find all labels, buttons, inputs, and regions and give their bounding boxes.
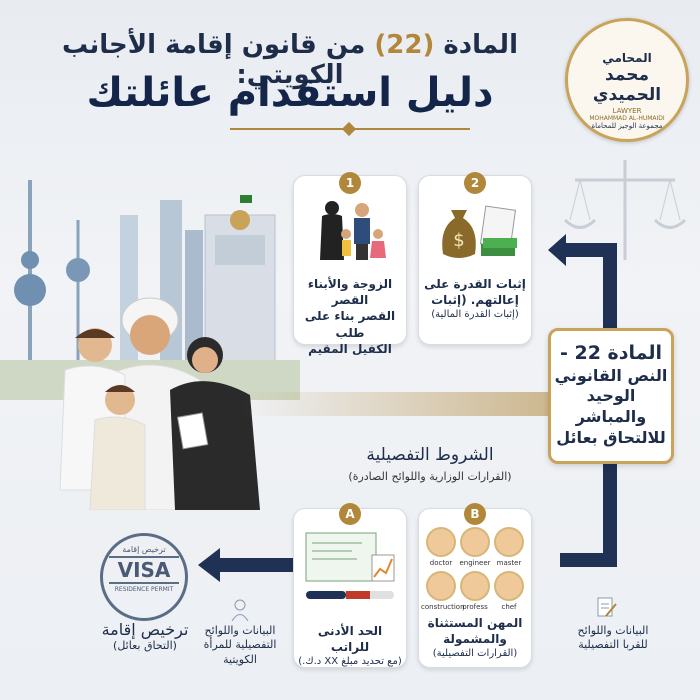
step-badge-2: 2 [464,172,486,194]
profession-construction: construction [421,571,465,611]
article-22-box: المادة 22 - النص القانوني الوحيد والمباش… [548,328,674,464]
lawyer-logo: المحامي محمد الحميدي LAWYER MOHAMMAD AL-… [565,18,689,142]
profession-chef: chef [489,571,529,611]
logo-name-en: MOHAMMAD AL-HUMAIDI [589,115,665,122]
card-family-text: الزوجة والأبناء القصر القصر بناء على طلب… [304,277,396,356]
visa-stamp: ترخيص إقامة VISA RESIDENCE PERMIT [100,533,188,621]
card-financial-proof: 2 $ إثبات القدرة على إعالتهم. (إثبات (إث… [418,172,532,345]
card-family-members: 1 الزوجة والأبناء القصر القصر بناء على ط… [293,172,407,356]
step-badge-1: 1 [339,172,361,194]
relatives-regulations-note: البيانات واللوائح للقربا التفصيلية [577,624,649,652]
logo-role: LAWYER [612,107,642,115]
family-members-icon [320,201,386,260]
scales-of-justice-icon [563,160,687,260]
logo-title: المحامي [602,51,652,65]
stamp-top-text: ترخيص إقامة [122,545,166,554]
detailed-conditions-title: الشروط التفصيلية [366,445,494,465]
profession-master: master [489,527,529,567]
residence-permit-label: ترخيص إقامة (التحاق بعائل) [101,620,189,652]
card-salary-text: الحد الأدنى للراتب (مع تحديد مبلغ XX د.ك… [298,624,402,668]
profession-doctor: doctor [421,527,461,567]
card-professions: B doctor engineer master construction pr… [418,503,532,668]
kuwaiti-woman-regulations-note: البيانات واللوائح التفصيلية للمرأة الكوي… [203,624,277,666]
salary-document-icon [305,532,395,599]
card-minimum-salary: A الحد الأدنى للراتب (مع تحديد مبلغ XX د… [293,503,407,668]
money-bag-icon: $ [442,205,517,258]
profession-profess: profess [455,571,495,611]
card-professions-text: المهن المستثناة والمشمولة (القرارات التف… [427,616,523,660]
page-subtitle: المادة (22) من قانون إقامة الأجانب الكوي… [62,30,518,90]
gold-band [240,392,550,416]
detailed-conditions-subtitle: (القرارات الوزارية واللوائح الصادرة) [348,470,512,483]
stamp-bottom-text: RESIDENCE PERMIT [114,586,174,593]
svg-text:$: $ [453,230,464,251]
stamp-main-text: VISA [109,556,179,584]
article-number-highlight: (22) [374,30,435,60]
document-pen-icon [597,597,617,617]
page-title: دليل استقدام عائلتك [86,70,494,116]
woman-icon [231,599,249,622]
logo-firm: مجموعة الوجيز للمحاماة [591,122,663,130]
step-badge-b: B [464,503,486,525]
step-badge-a: A [339,503,361,525]
family-illustration [59,297,260,510]
card-financial-text: إثبات القدرة على إعالتهم. (إثبات (إثبات … [424,277,526,321]
logo-name: محمد الحميدي [592,65,662,105]
profession-engineer: engineer [455,527,495,567]
